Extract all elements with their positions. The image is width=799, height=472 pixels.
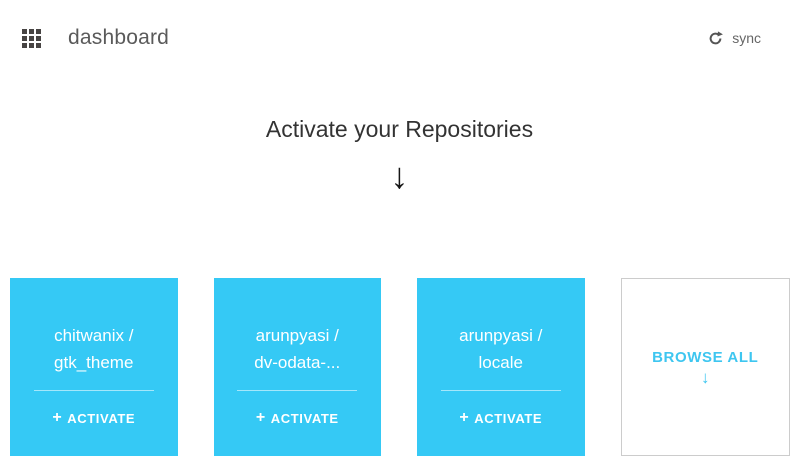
plus-icon: + — [459, 409, 470, 426]
repo-title: dv-odata-... — [254, 353, 341, 372]
browse-all-label: BROWSE ALL — [652, 348, 759, 366]
sync-icon — [709, 30, 724, 44]
sync-label: sync — [732, 30, 761, 46]
plus-icon: + — [255, 409, 266, 426]
card-divider — [440, 390, 561, 391]
card-divider — [237, 390, 358, 391]
repo-card: chitwanix / gtk_theme + ACTIVATE — [10, 278, 178, 456]
header-left: dashboard — [22, 26, 169, 50]
repo-card: arunpyasi / locale + ACTIVATE — [417, 278, 585, 456]
activate-button[interactable]: + ACTIVATE — [52, 410, 135, 426]
repo-owner: chitwanix / — [54, 326, 134, 345]
activate-label: ACTIVATE — [270, 410, 339, 426]
down-arrow-icon: ↓ — [390, 155, 409, 196]
activate-button[interactable]: + ACTIVATE — [256, 410, 339, 426]
repo-owner: arunpyasi / — [255, 326, 339, 345]
repo-cards-row: chitwanix / gtk_theme + ACTIVATE arunpya… — [10, 278, 790, 456]
repo-title: gtk_theme — [54, 353, 134, 372]
repo-name: arunpyasi / dv-odata-... — [214, 313, 382, 385]
repo-card: arunpyasi / dv-odata-... + ACTIVATE — [213, 278, 382, 456]
sync-button[interactable]: sync — [708, 30, 761, 46]
activate-button[interactable]: + ACTIVATE — [459, 410, 542, 426]
repo-owner: arunpyasi / — [459, 326, 543, 345]
repo-name: chitwanix / gtk_theme — [10, 313, 178, 385]
card-divider — [33, 390, 154, 391]
header: dashboard sync — [0, 0, 799, 62]
activate-label: ACTIVATE — [474, 410, 543, 426]
browse-all-card[interactable]: BROWSE ALL ↓ — [620, 278, 790, 456]
apps-grid-icon[interactable] — [22, 28, 41, 48]
activate-label: ACTIVATE — [67, 410, 136, 426]
repo-name: arunpyasi / locale — [417, 313, 585, 385]
activate-heading: Activate your Repositories — [265, 116, 534, 142]
repo-title: locale — [478, 353, 523, 372]
browse-all-down-arrow-icon: ↓ — [701, 367, 710, 387]
page-title: dashboard — [68, 26, 170, 49]
plus-icon: + — [52, 409, 63, 426]
